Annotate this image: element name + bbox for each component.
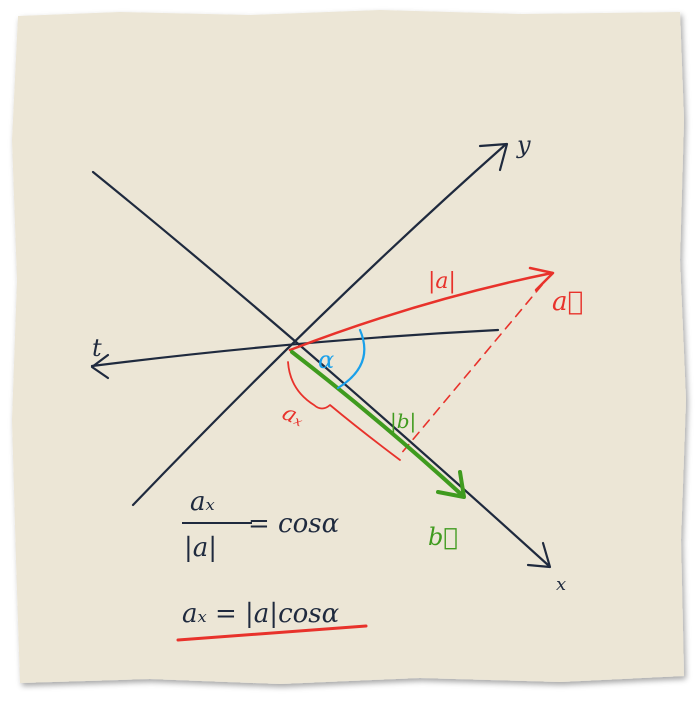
vector-a-line xyxy=(288,271,554,352)
t-axis-arrowhead xyxy=(90,353,110,380)
projection-brace xyxy=(287,361,401,461)
vector-a-label: a⃗ xyxy=(552,287,583,317)
y-axis-arrowhead xyxy=(478,142,509,172)
formula-ratio: aₓ |a| = cosα xyxy=(182,487,340,563)
paper-sheet xyxy=(12,10,686,684)
vector-a-magnitude-label: |a| xyxy=(428,269,456,294)
x-axis-arrowhead xyxy=(526,541,552,569)
formula-projection: aₓ = |a|cosα xyxy=(182,599,340,629)
formula-denominator: |a| xyxy=(184,533,217,563)
x-axis-line xyxy=(91,170,550,567)
vector-b-magnitude-label: |b| xyxy=(390,409,416,434)
vector-b-line xyxy=(290,350,464,497)
projection-dashed-line xyxy=(399,284,543,456)
angle-label: α xyxy=(318,346,334,374)
formula-rhs: = cosα xyxy=(248,509,340,539)
x-axis-label: x xyxy=(556,574,566,595)
y-axis-line xyxy=(131,143,507,507)
vector-b-arrowhead xyxy=(436,470,466,499)
y-axis-label: y xyxy=(516,131,531,159)
t-axis-label: t xyxy=(92,334,102,362)
angle-arc xyxy=(336,328,366,390)
formula-numerator: aₓ xyxy=(190,487,215,517)
vector-b-label: b⃗ xyxy=(428,523,458,551)
formula-underline xyxy=(176,624,368,642)
